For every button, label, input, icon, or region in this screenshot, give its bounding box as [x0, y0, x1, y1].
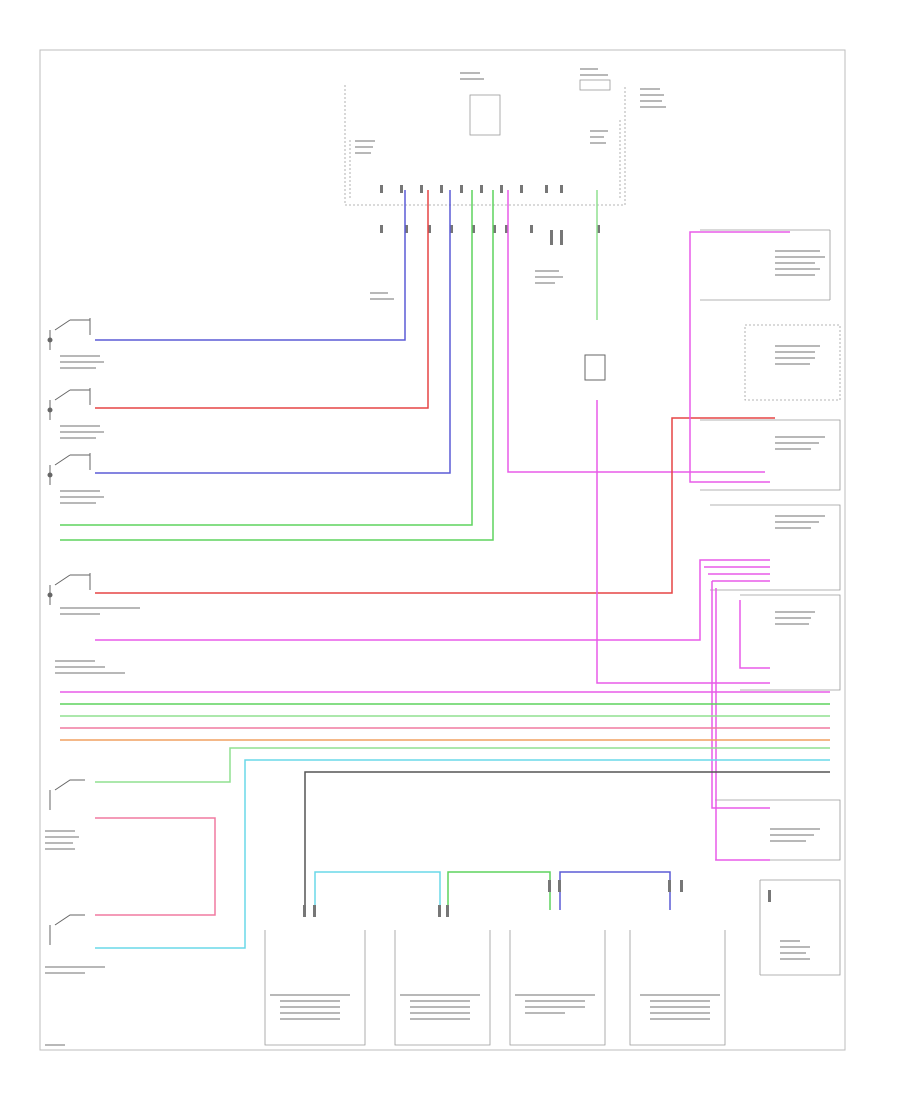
bottom-sensor-modules	[264, 880, 761, 1046]
wire-blue-3	[559, 871, 671, 910]
wire-pink-1	[95, 817, 216, 916]
wire-magenta-7	[739, 600, 770, 669]
label-marks	[45, 68, 825, 1046]
wire-lightgreen-2	[95, 747, 830, 783]
wire-green-2	[60, 190, 494, 541]
top-junction-inner	[349, 120, 621, 200]
top-connector-pins	[380, 185, 600, 245]
wire-cyan-1	[95, 759, 830, 949]
module-box-top-right	[579, 79, 611, 91]
wire-red-2	[95, 417, 775, 594]
wire-blue-1	[95, 190, 406, 341]
wire-magenta-4	[95, 559, 770, 641]
bottom-connector-pins	[303, 880, 771, 917]
wire-green-1	[60, 190, 473, 526]
wire-magenta-6	[711, 581, 770, 861]
top-junction-block	[344, 85, 626, 206]
right-modules	[700, 229, 841, 976]
wire-magenta-3	[689, 231, 790, 483]
wire-cyan-2	[314, 871, 441, 910]
module-box-top-center	[469, 94, 501, 136]
wire-magenta-5	[704, 566, 770, 582]
wire-magenta-1	[507, 190, 765, 473]
diagram-frame	[39, 49, 846, 1051]
wire-blue-2	[95, 190, 451, 474]
wire-grey-1	[304, 771, 830, 910]
wire-red-1	[95, 190, 429, 409]
wire-green-3	[447, 871, 551, 910]
switch-icons	[47, 318, 606, 945]
